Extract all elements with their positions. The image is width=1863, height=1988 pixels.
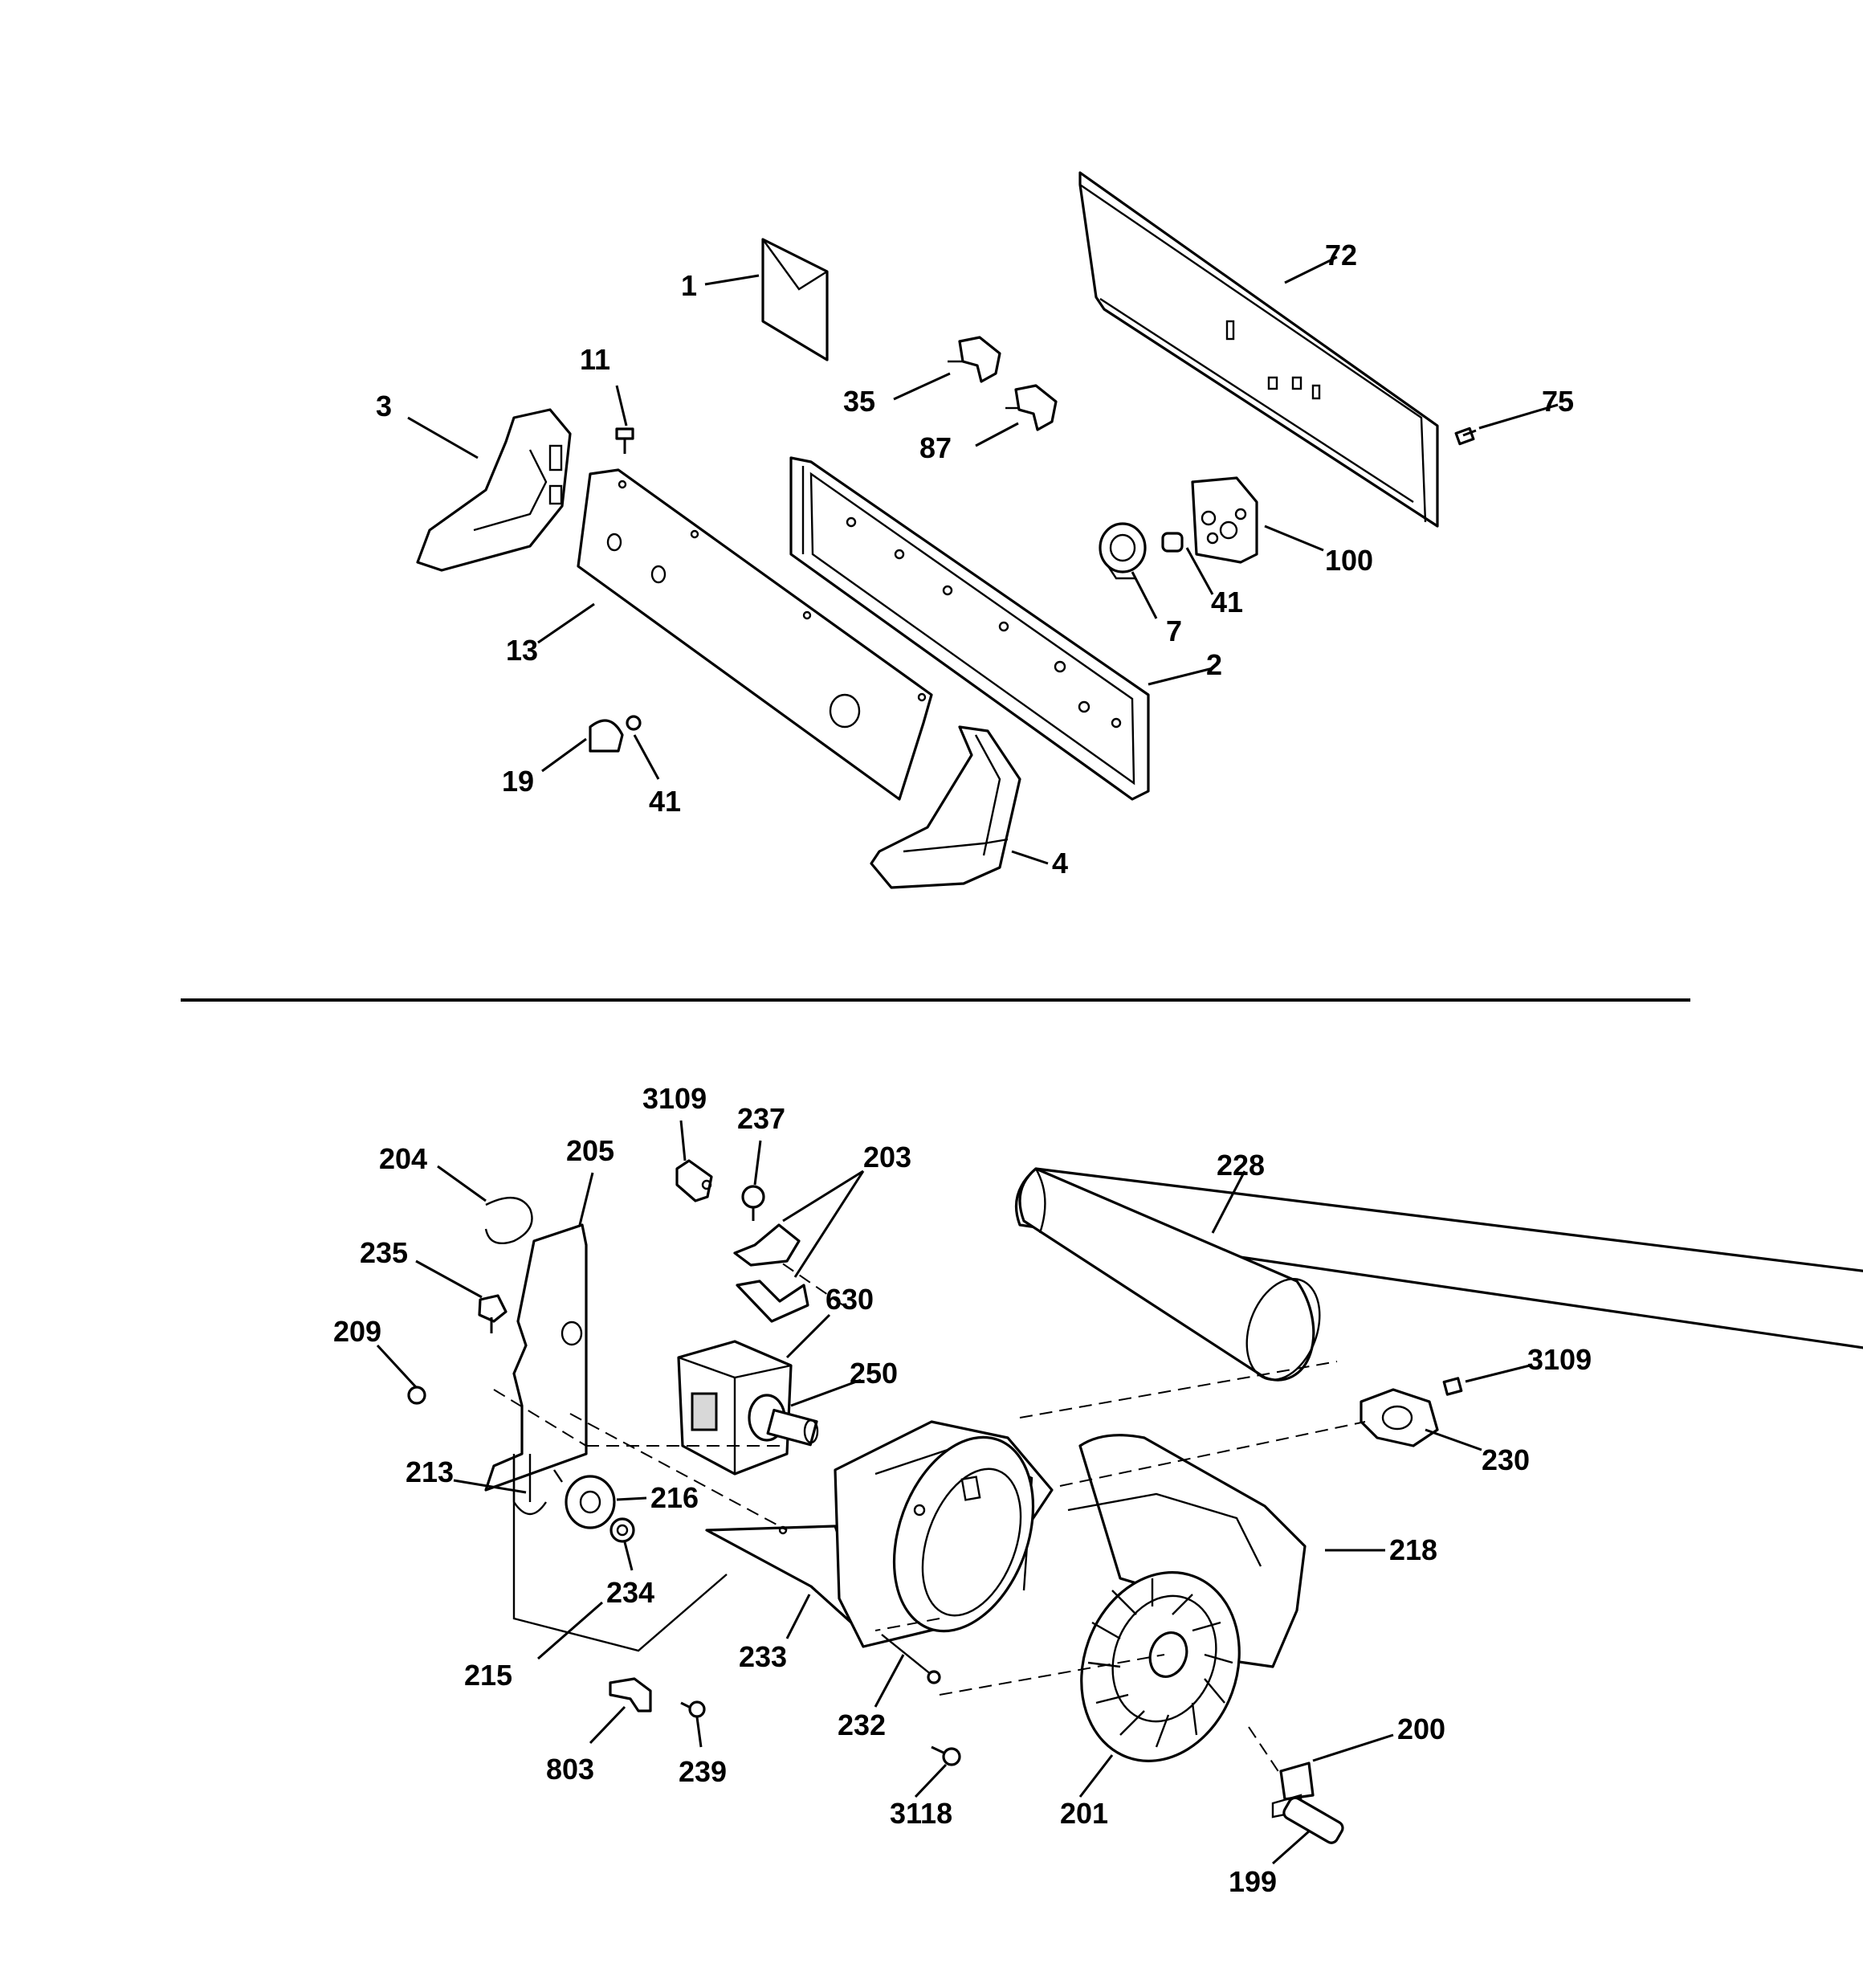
part-803-clip xyxy=(609,1677,652,1712)
label-part-233: 233 xyxy=(739,1640,787,1673)
label-part-213: 213 xyxy=(406,1455,454,1488)
label-part-205: 205 xyxy=(566,1134,614,1167)
label-part-3109-upper: 3109 xyxy=(642,1082,707,1115)
label-part-7: 7 xyxy=(1166,614,1182,647)
alignment-dashed-lines xyxy=(493,1260,1366,1776)
part-218-blower-housing xyxy=(834,1420,1307,1668)
label-part-204: 204 xyxy=(379,1142,427,1175)
part-19-knob xyxy=(589,719,624,753)
label-part-13: 13 xyxy=(506,634,538,667)
label-part-4: 4 xyxy=(1052,847,1068,880)
part-7-knob xyxy=(1099,522,1147,580)
label-part-200: 200 xyxy=(1397,1712,1445,1745)
part-3-end-cap xyxy=(416,408,572,572)
label-part-228: 228 xyxy=(1217,1149,1265,1182)
part-204-clip xyxy=(484,1196,533,1245)
label-part-201: 201 xyxy=(1060,1797,1108,1830)
label-part-35: 35 xyxy=(843,385,875,418)
part-209-nut xyxy=(407,1386,426,1405)
part-labels: 1 72 35 87 11 3 75 100 41 7 2 13 19 41 4… xyxy=(333,239,1592,1898)
part-228-duct xyxy=(1014,1167,1863,1382)
part-235-screw xyxy=(478,1294,508,1333)
part-203-clamp xyxy=(733,1223,809,1323)
label-part-3109-lower: 3109 xyxy=(1527,1343,1592,1376)
part-35-bracket xyxy=(948,336,1001,383)
label-part-250: 250 xyxy=(850,1357,898,1390)
part-205-bracket xyxy=(484,1223,588,1492)
part-199-bolt xyxy=(1282,1796,1344,1844)
part-13-control-panel xyxy=(577,468,933,801)
part-3109-screw xyxy=(1442,1377,1463,1396)
part-41-spacer-lower xyxy=(626,715,642,731)
label-part-11: 11 xyxy=(580,343,610,376)
label-part-3118: 3118 xyxy=(890,1797,952,1830)
part-41-spacer-upper xyxy=(1161,532,1184,553)
part-72-rear-panel xyxy=(1078,171,1439,528)
label-part-230: 230 xyxy=(1482,1443,1530,1476)
label-part-41-upper: 41 xyxy=(1211,586,1243,618)
part-3118-screw xyxy=(931,1745,961,1766)
label-part-234: 234 xyxy=(606,1576,654,1609)
label-part-87: 87 xyxy=(919,431,952,464)
label-part-19: 19 xyxy=(502,765,534,798)
label-part-216: 216 xyxy=(650,1481,699,1514)
part-3109-bulb xyxy=(675,1159,713,1202)
upper-leader-lines xyxy=(407,255,1559,865)
part-201-blower-wheel xyxy=(1080,1571,1241,1762)
label-part-203: 203 xyxy=(863,1141,911,1174)
label-part-199: 199 xyxy=(1229,1865,1277,1898)
label-part-237: 237 xyxy=(737,1102,785,1135)
label-part-239: 239 xyxy=(679,1755,727,1788)
part-4-end-cap xyxy=(870,725,1021,889)
part-2-console-frame xyxy=(789,456,1150,801)
part-250-shaft xyxy=(748,1394,819,1447)
part-216-pulley xyxy=(553,1469,616,1529)
label-part-72: 72 xyxy=(1325,239,1357,271)
label-part-75: 75 xyxy=(1542,385,1574,418)
part-230-thermostat xyxy=(1360,1388,1439,1447)
part-232-rod xyxy=(881,1634,941,1684)
part-1-instruction-sheet xyxy=(761,238,829,361)
label-part-215: 215 xyxy=(464,1659,512,1692)
part-234-washer xyxy=(609,1517,635,1543)
part-100-switch xyxy=(1191,476,1258,564)
part-215-idler-arm xyxy=(512,1458,728,1652)
label-part-3: 3 xyxy=(376,390,392,423)
label-part-235: 235 xyxy=(360,1236,408,1269)
label-part-218: 218 xyxy=(1389,1533,1437,1566)
label-part-41-lower: 41 xyxy=(649,785,681,818)
label-part-630: 630 xyxy=(826,1283,874,1316)
part-87-bracket xyxy=(1005,384,1058,431)
label-part-100: 100 xyxy=(1325,544,1373,577)
label-part-232: 232 xyxy=(838,1708,886,1741)
label-part-209: 209 xyxy=(333,1315,381,1348)
label-part-2: 2 xyxy=(1206,648,1222,681)
label-part-1: 1 xyxy=(681,269,697,302)
part-239-screw xyxy=(680,1700,706,1718)
lower-leader-lines xyxy=(376,1120,1531,1865)
part-237-screw xyxy=(741,1185,765,1221)
part-75-screw xyxy=(1454,427,1477,446)
label-part-803: 803 xyxy=(546,1753,594,1786)
part-11-screw xyxy=(615,427,634,454)
